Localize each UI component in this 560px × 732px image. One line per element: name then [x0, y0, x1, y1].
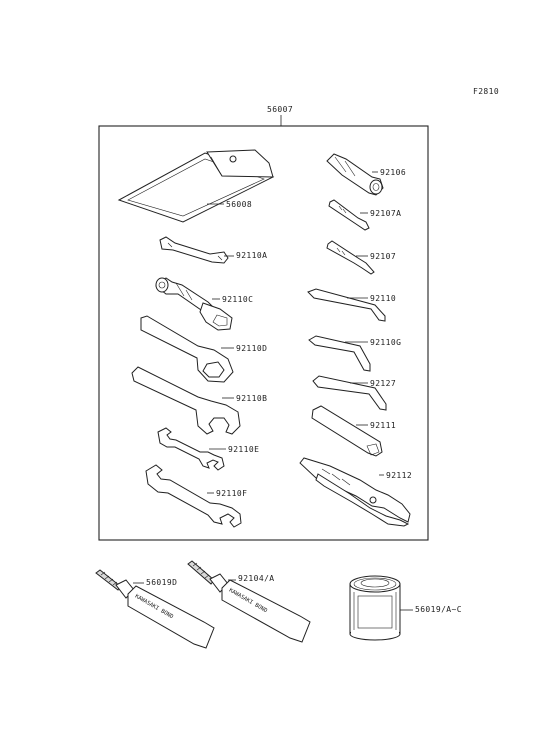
part-label-92106: 92106 [380, 168, 406, 177]
part-label-92107A: 92107A [370, 209, 401, 218]
tool-kit-frame [98, 125, 429, 541]
double-open-wrench-icon [157, 427, 225, 471]
screwdriver-bit-flat-icon [328, 199, 370, 231]
bond-tube-icon: KAWASAKI BOND [95, 569, 215, 649]
part-label-56019AC: 56019/A~C [415, 605, 462, 614]
hex-key-icon [312, 375, 387, 411]
part-label-92110A: 92110A [236, 251, 267, 260]
part-label-92107: 92107 [370, 252, 396, 261]
part-label-92110D: 92110D [236, 344, 267, 353]
part-label-56019D: 56019D [146, 578, 177, 587]
pliers-icon [299, 457, 411, 527]
ring-wrench-icon [140, 315, 234, 383]
figure-code: F2810 [473, 87, 499, 96]
part-label-56008: 56008 [226, 200, 252, 209]
part-label-92110F: 92110F [216, 489, 247, 498]
part-label-92110: 92110 [370, 294, 396, 303]
screwdriver-handle-icon [326, 153, 384, 196]
spanner-bar-icon [159, 236, 229, 264]
hex-key-icon [307, 288, 386, 322]
part-label-92110E: 92110E [228, 445, 259, 454]
part-label-92110B: 92110B [236, 394, 267, 403]
part-label-92110C: 92110C [222, 295, 253, 304]
spark-plug-wrench-icon [155, 277, 233, 331]
tool-bag-icon [117, 149, 275, 223]
hex-key-icon [308, 335, 371, 372]
part-label-92111: 92111 [370, 421, 396, 430]
screwdriver-bit-phillips-icon [326, 240, 375, 275]
open-wrench-icon [131, 366, 241, 435]
bond-tube-icon: KAWASAKI BOND [187, 560, 311, 643]
kit-part-label: 56007 [267, 105, 293, 114]
part-label-92127: 92127 [370, 379, 396, 388]
extension-bar-icon [311, 405, 383, 457]
double-open-wrench-icon [145, 464, 242, 528]
part-label-92104A: 92104/A [238, 574, 275, 583]
part-label-92110G: 92110G [370, 338, 401, 347]
part-label-92112: 92112 [386, 471, 412, 480]
can-icon [349, 575, 401, 641]
